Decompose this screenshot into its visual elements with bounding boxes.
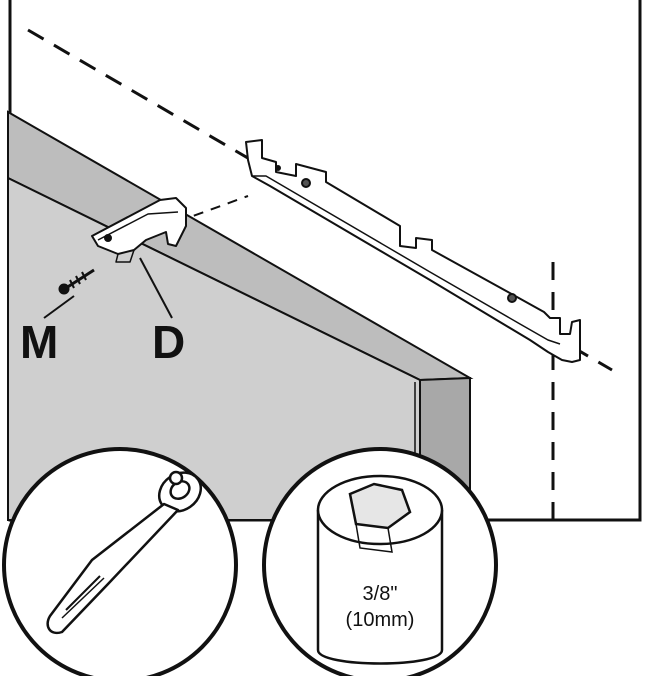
label-m: M	[20, 316, 58, 368]
label-d: D	[152, 316, 185, 368]
hex-socket-icon	[316, 474, 444, 665]
leader-lines	[43, 257, 173, 319]
wrench-tool-callout	[2, 447, 238, 676]
socket-size-metric: (10mm)	[346, 609, 415, 631]
screw-m	[58, 268, 95, 295]
ratchet-wrench-icon	[46, 470, 203, 635]
socket-tool-callout: 3/8" (10mm)	[262, 447, 498, 676]
socket-size-imperial: 3/8"	[363, 583, 398, 605]
clip-bracket-d	[91, 197, 187, 263]
wall-bracket	[245, 139, 581, 363]
